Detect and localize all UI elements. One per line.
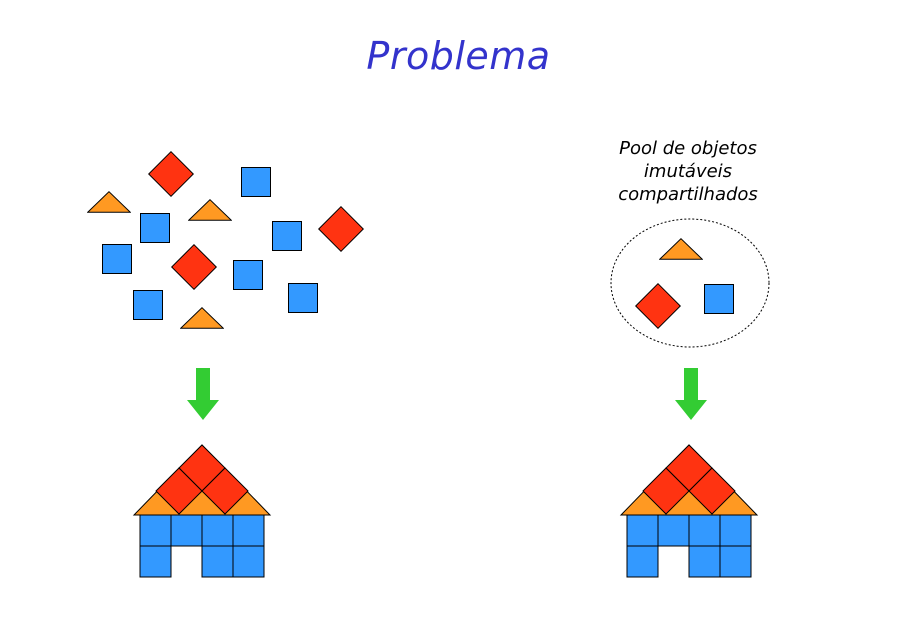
roof-diamond-right xyxy=(688,467,736,515)
scattered-diamond-1 xyxy=(148,151,194,197)
roof-diamond-left xyxy=(642,467,690,515)
scattered-square-4 xyxy=(102,244,132,274)
pool-diamond xyxy=(635,283,681,329)
scattered-triangle-3 xyxy=(180,307,224,329)
arrow-down-left xyxy=(187,368,219,420)
pool-caption-line-2: imutáveis xyxy=(643,161,733,182)
scattered-square-3 xyxy=(272,221,302,251)
scattered-square-2 xyxy=(140,213,170,243)
roof-diamond-left xyxy=(155,467,203,515)
scattered-square-6 xyxy=(288,283,318,313)
scattered-square-7 xyxy=(133,290,163,320)
slide-title: Problema xyxy=(366,34,551,78)
pool-caption-line-1: Pool de objetos xyxy=(619,138,757,159)
scattered-square-1 xyxy=(241,167,271,197)
scattered-diamond-2 xyxy=(318,206,364,252)
house-right xyxy=(619,444,759,578)
scattered-objects xyxy=(87,151,364,329)
pool-boundary xyxy=(610,218,770,348)
pool-caption-line-3: compartilhados xyxy=(618,184,758,205)
roof-diamond-right xyxy=(201,467,249,515)
arrow-down-right xyxy=(675,368,707,420)
pool-square xyxy=(704,284,734,314)
pool-caption: Pool de objetos imutáveis compartilhados xyxy=(588,137,788,206)
scattered-square-5 xyxy=(233,260,263,290)
object-pool xyxy=(610,218,770,348)
house-left xyxy=(132,444,272,578)
scattered-diamond-3 xyxy=(171,244,217,290)
pool-triangle xyxy=(659,238,703,260)
scattered-triangle-1 xyxy=(87,191,131,213)
scattered-triangle-2 xyxy=(188,199,232,221)
